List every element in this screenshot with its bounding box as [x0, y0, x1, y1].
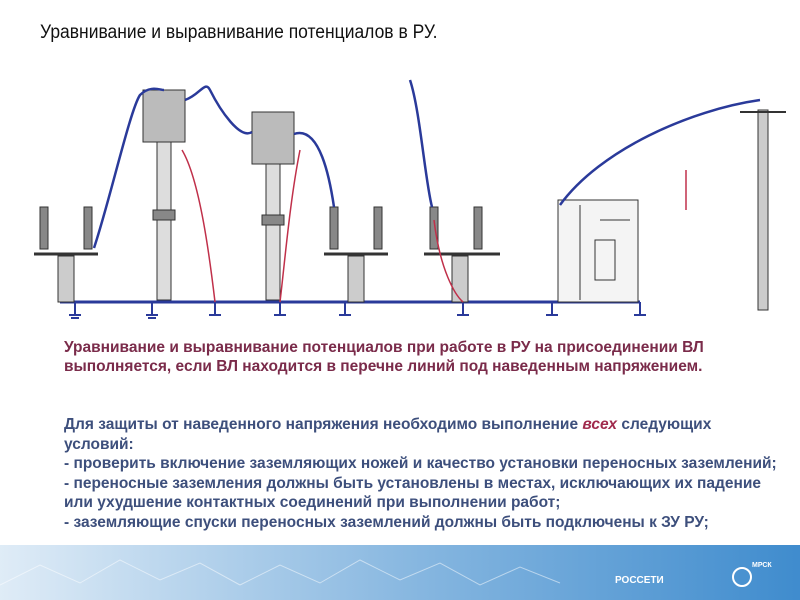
condition-item-1: - проверить включение заземляющих ножей …	[64, 455, 777, 472]
logo-rosseti: РОССЕТИ	[615, 575, 664, 586]
overhead-wire	[293, 131, 336, 208]
disconnector-left	[34, 206, 98, 303]
ground-symbol	[69, 302, 81, 319]
logo-mrsk: МРСК	[752, 562, 772, 569]
transmission-pole	[740, 109, 786, 311]
switchgear-cabinet	[557, 199, 639, 303]
current-transformer-1	[142, 89, 186, 301]
conditions-intro-end: следующих условий:	[64, 416, 712, 453]
grounding-lead	[433, 219, 464, 303]
paragraph-main: Уравнивание и выравнивание потенциалов п…	[64, 339, 704, 375]
ground-symbol	[634, 302, 646, 316]
ground-symbol	[339, 302, 351, 316]
paragraph-conditions: Для защиты от наведенного напряжения нео…	[64, 415, 784, 532]
overhead-wire	[184, 85, 253, 135]
mrsk-logo-icon	[732, 567, 752, 587]
conditions-emphasis: всех	[582, 416, 618, 433]
substation-diagram	[34, 79, 786, 319]
ground-symbol	[146, 302, 158, 319]
overhead-wire	[558, 98, 761, 206]
ground-symbols	[69, 302, 646, 319]
ground-symbol	[546, 302, 558, 316]
grounding-lead	[181, 149, 216, 303]
disconnector-right	[424, 206, 500, 303]
ground-symbol	[457, 302, 469, 316]
ground-symbol	[274, 302, 286, 316]
conditions-intro: Для защиты от наведенного напряжения нео…	[64, 416, 579, 433]
ground-symbol	[209, 302, 221, 316]
overhead-wire	[408, 79, 434, 208]
title-bar: Уравнивание и выравнивание потенциалов в…	[0, 0, 800, 58]
overhead-wire	[92, 87, 165, 249]
footer-band: РОССЕТИ МРСК	[0, 545, 800, 600]
condition-item-3: - заземляющие спуски переносных заземлен…	[64, 513, 709, 531]
condition-item-2: - переносные заземления должны быть уста…	[64, 474, 761, 512]
current-transformer-2	[251, 111, 295, 301]
disconnector-middle	[324, 206, 388, 303]
grounding-lead	[279, 149, 301, 303]
slide-title: Уравнивание и выравнивание потенциалов в…	[40, 22, 438, 43]
